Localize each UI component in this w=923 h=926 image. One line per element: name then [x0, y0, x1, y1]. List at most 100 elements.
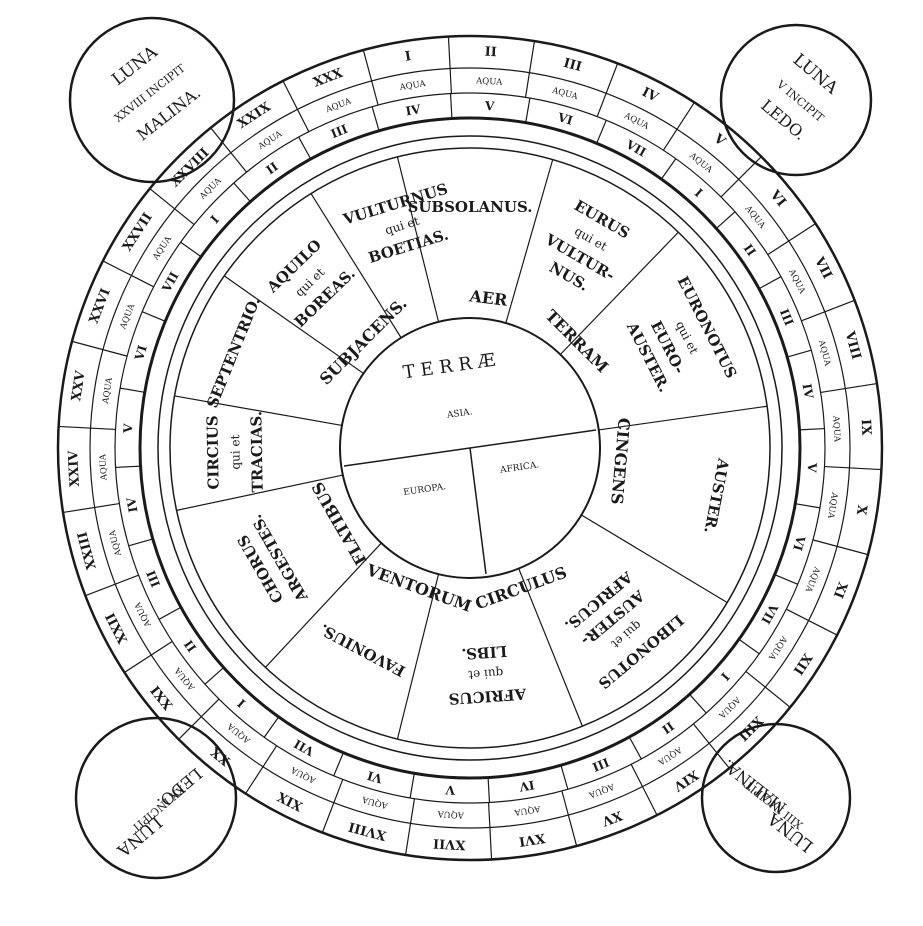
continent-africa: AFRICA.	[499, 460, 540, 476]
day-divider	[85, 574, 139, 597]
aqua-label: AQUA	[324, 96, 354, 115]
day-divider	[124, 640, 173, 673]
day-divider	[178, 698, 220, 740]
number-divider	[795, 503, 821, 509]
day-number: XVIII	[347, 818, 388, 842]
day-number: XXVII	[120, 210, 156, 254]
inner-number: IV	[518, 778, 536, 794]
inner-number: II	[181, 637, 199, 655]
day-divider	[720, 156, 762, 198]
number-divider	[141, 311, 166, 322]
day-number: I	[404, 49, 412, 65]
day-number: XII	[790, 650, 815, 677]
wind-label-line: AFRICUS	[448, 685, 528, 708]
aqua-label: AQUA	[830, 415, 841, 443]
ring-word: CINGENS	[607, 417, 634, 505]
number-divider	[158, 606, 182, 620]
wind-label-line: LIBS.	[461, 642, 508, 663]
wind-spoke	[598, 405, 768, 431]
inner-number: I	[208, 212, 222, 226]
number-divider	[689, 693, 707, 714]
number-divider	[660, 158, 677, 180]
day-number: XXX	[311, 66, 345, 91]
aqua-label: AQUA	[98, 453, 109, 481]
wind-label-line: CIRCIUS	[203, 415, 222, 490]
aqua-label: AQUA	[151, 234, 175, 263]
wind-sector-10: SEPTENTRIO.	[203, 294, 264, 410]
corner-bottom-left-line-3: LEDO.	[153, 764, 205, 812]
aqua-label: AQUA	[256, 129, 285, 153]
day-number: XXII	[103, 610, 131, 646]
number-divider	[204, 667, 225, 685]
number-divider	[738, 638, 760, 655]
inner-number: II	[741, 241, 759, 259]
day-number: XVI	[518, 830, 546, 849]
day-number: VII	[811, 254, 835, 282]
inner-number: III	[144, 568, 164, 589]
day-number: III	[562, 56, 584, 75]
wind-label-line: AUSTER.	[700, 456, 732, 535]
corner-circle-bottom-left: LUNA XX INCIPIT LEDO.	[74, 716, 238, 880]
number-divider	[333, 752, 344, 777]
wind-sector-7: FAVONIUS.	[317, 620, 409, 680]
aqua-label: AQUA	[513, 803, 542, 817]
number-divider	[525, 97, 531, 123]
aqua-label: AQUA	[108, 528, 125, 558]
earth-circle: T E R R Æ ASIA. EUROPA. AFRICA.	[343, 350, 597, 575]
day-number: XIV	[670, 767, 701, 794]
ring-word: CIRCULUS	[473, 563, 570, 614]
aqua-label: AQUA	[587, 780, 617, 799]
day-number: XXIII	[75, 530, 99, 571]
day-divider	[102, 260, 154, 288]
day-divider	[630, 764, 658, 816]
day-divider	[786, 608, 838, 636]
day-divider	[824, 465, 882, 471]
day-number: XVII	[433, 835, 466, 852]
number-divider	[115, 465, 141, 469]
wind-spoke	[396, 573, 440, 740]
day-number: X	[853, 504, 870, 517]
wind-label-line: qui et	[228, 434, 243, 469]
day-divider	[801, 299, 855, 322]
number-divider	[715, 211, 736, 229]
number-divider	[128, 538, 153, 547]
inner-number: VI	[555, 110, 575, 128]
day-divider	[404, 798, 416, 856]
inner-number: IV	[404, 102, 422, 118]
day-divider	[149, 188, 195, 226]
wind-spoke	[505, 159, 554, 324]
day-number: XXV	[69, 369, 89, 402]
day-divider	[745, 670, 791, 708]
number-divider	[596, 119, 607, 144]
inner-ring-circle	[339, 317, 601, 579]
outer-disc	[56, 34, 884, 862]
day-number: XXVI	[87, 286, 114, 325]
number-divider	[371, 106, 380, 131]
number-divider	[449, 93, 453, 119]
day-number: VI	[766, 187, 788, 210]
number-divider	[263, 716, 280, 738]
inner-number: II	[659, 719, 677, 737]
ring-word: FLATIBUS	[308, 479, 371, 569]
ring-word: AER	[467, 286, 509, 310]
number-divider	[409, 773, 415, 799]
wind-spokes	[174, 156, 768, 740]
day-number: II	[484, 45, 497, 61]
aqua-label: AQUA	[766, 633, 790, 662]
aqua-label: AQUA	[475, 76, 503, 87]
wind-label-line: BOETIAS.	[366, 225, 450, 266]
inner-number: I	[234, 696, 248, 710]
number-divider	[758, 276, 782, 290]
wind-spoke	[581, 514, 728, 604]
number-divider	[628, 736, 642, 760]
terrae-label: T E R R Æ	[402, 350, 497, 384]
day-divider	[62, 502, 120, 514]
day-number: VIII	[841, 329, 863, 361]
inner-number: III	[590, 755, 611, 775]
inner-number: II	[263, 159, 281, 177]
aqua-label: AQUA	[118, 302, 137, 332]
